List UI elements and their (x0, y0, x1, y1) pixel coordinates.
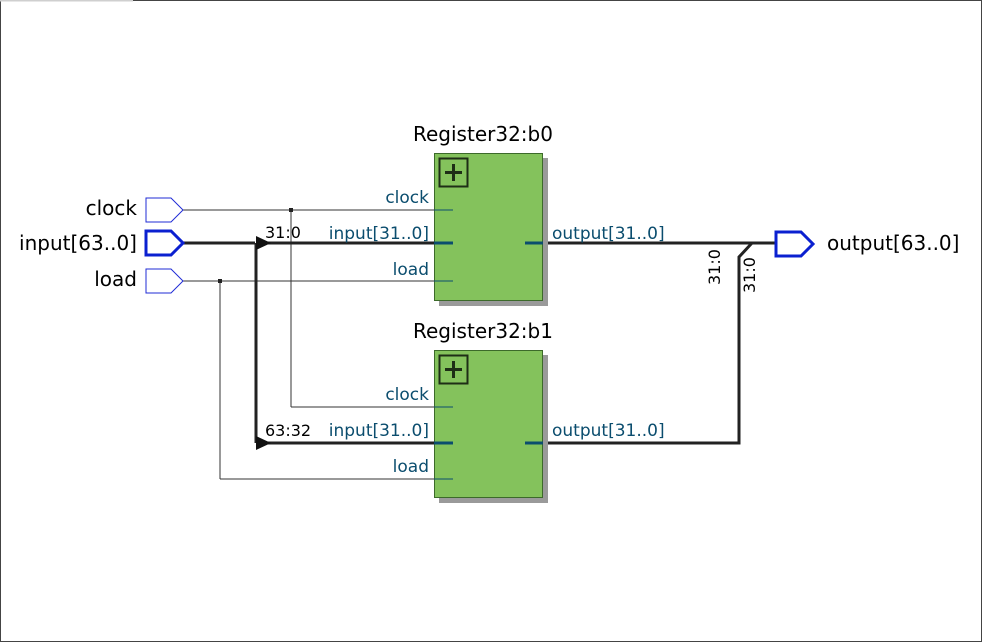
pin-label-output-b0: output[31..0] (552, 224, 665, 244)
output-bus-from-b1[interactable] (525, 241, 754, 445)
block-title-b0: Register32:b0 (413, 122, 553, 146)
expand-plus-icon[interactable] (438, 354, 469, 385)
input-port-load[interactable]: load (94, 267, 184, 294)
register32-b0-block[interactable]: Register32:b0 clock input[31..0] load ou… (329, 122, 665, 306)
port-arrow-input-bus[interactable] (144, 229, 186, 257)
port-label-output-bus: output[63..0] (827, 231, 959, 255)
block-title-b1: Register32:b1 (413, 319, 553, 343)
input-port-input-bus[interactable]: input[63..0] (19, 229, 186, 257)
bus-ripper-arrow-b0 (256, 236, 271, 250)
port-arrow-load[interactable] (145, 268, 184, 294)
bus-ripper-arrow-b1 (256, 436, 271, 450)
input-port-clock[interactable]: clock (86, 196, 184, 223)
bus-label-b0-input: 31:0 (265, 223, 301, 242)
bus-label-b1-output: 31:0 (740, 257, 759, 293)
output-port-output-bus[interactable]: output[63..0] (774, 230, 959, 258)
pin-label-input-b1: input[31..0] (329, 421, 429, 441)
pin-label-clock-b1: clock (385, 385, 429, 405)
pin-label-input-b0: input[31..0] (329, 224, 429, 244)
input-bus-net[interactable]: 31:0 63:32 (183, 223, 434, 450)
port-label-clock: clock (86, 196, 138, 220)
clock-junction-dot (289, 208, 293, 212)
bus-label-b0-output: 31:0 (705, 249, 724, 285)
pin-label-clock-b0: clock (385, 188, 429, 208)
port-arrow-clock[interactable] (145, 197, 184, 223)
pin-label-load-b1: load (393, 457, 429, 477)
expand-plus-icon[interactable] (438, 157, 469, 188)
register32-b1-block[interactable]: Register32:b1 clock input[31..0] load ou… (329, 319, 665, 503)
port-label-load: load (94, 267, 137, 291)
port-label-input-bus: input[63..0] (19, 231, 137, 255)
bus-label-b1-input: 63:32 (265, 421, 311, 440)
pin-label-output-b1: output[31..0] (552, 421, 665, 441)
load-net[interactable] (183, 279, 453, 480)
pin-label-load-b0: load (393, 260, 429, 280)
output-bus-net[interactable]: 31:0 31:0 (525, 241, 775, 445)
load-junction-dot (218, 279, 222, 283)
port-arrow-output-bus[interactable] (774, 230, 816, 258)
